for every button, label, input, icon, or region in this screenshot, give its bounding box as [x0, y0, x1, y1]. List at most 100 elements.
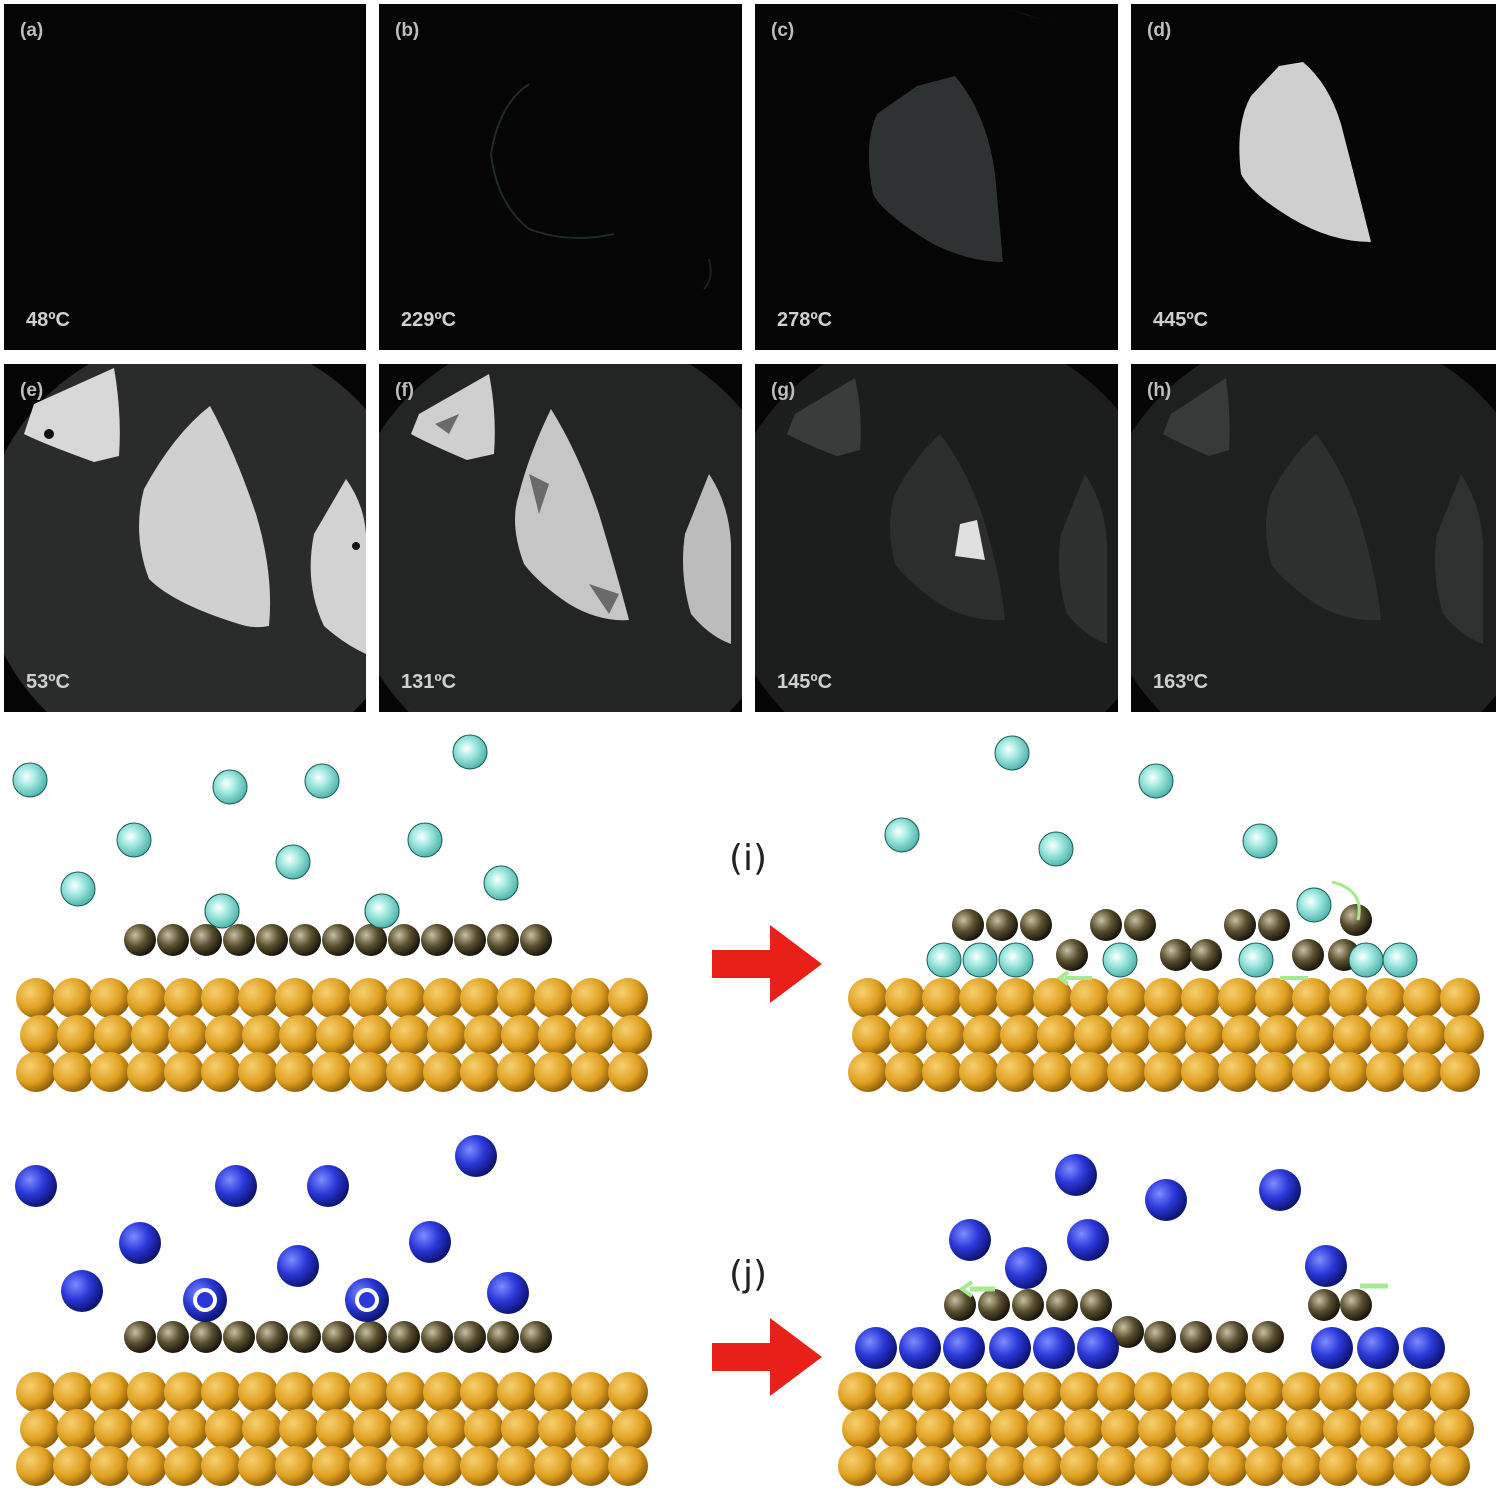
- atom-cyan: [1296, 887, 1332, 923]
- substrate-atom: [926, 1015, 966, 1055]
- substrate-atom: [238, 1372, 278, 1412]
- atom-blue: [1311, 1327, 1353, 1369]
- substrate-atom: [386, 1446, 426, 1486]
- adlayer-atom: [223, 1321, 255, 1353]
- panel-f: (f) 131ºC: [379, 364, 742, 712]
- substrate-atom: [1259, 1015, 1299, 1055]
- atom-core: [197, 1292, 213, 1308]
- adlayer-atom: [520, 924, 552, 956]
- adlayer-atom: [1216, 1321, 1248, 1353]
- flakes-bright: [4, 364, 366, 712]
- atom-blue: [943, 1327, 985, 1369]
- adlayer-atom: [1224, 909, 1256, 941]
- substrate-atom: [1107, 1052, 1147, 1092]
- substrate-atom: [1245, 1446, 1285, 1486]
- substrate-atom: [1255, 978, 1295, 1018]
- panel-e: (e) 53ºC: [4, 364, 366, 712]
- substrate-atom: [275, 978, 315, 1018]
- adlayer-atom: [223, 924, 255, 956]
- substrate-atom: [1393, 1446, 1433, 1486]
- atom-cyan: [1038, 831, 1074, 867]
- adlayer-atom: [256, 924, 288, 956]
- substrate-atom: [201, 1372, 241, 1412]
- substrate-atom: [1444, 1015, 1484, 1055]
- substrate-atom: [571, 1446, 611, 1486]
- substrate-atom: [1282, 1446, 1322, 1486]
- substrate-atom: [1033, 978, 1073, 1018]
- substrate-atom: [848, 1052, 888, 1092]
- adlayer-atom: [1258, 909, 1290, 941]
- substrate-atom: [460, 1052, 500, 1092]
- atom-cyan: [1238, 942, 1274, 978]
- substrate-atom: [90, 1372, 130, 1412]
- schematic-row-i: (i): [12, 734, 1484, 1092]
- substrate-atom: [1212, 1409, 1252, 1449]
- adlayer-atom: [388, 924, 420, 956]
- substrate-atom: [986, 1372, 1026, 1412]
- substrate-slab: [16, 1372, 652, 1486]
- substrate-atom: [427, 1015, 467, 1055]
- substrate-atom: [464, 1015, 504, 1055]
- substrate-atom: [608, 1372, 648, 1412]
- substrate-atom: [1292, 978, 1332, 1018]
- substrate-atom: [275, 1446, 315, 1486]
- adlayer-atom: [289, 924, 321, 956]
- adlayer-atom: [1012, 1289, 1044, 1321]
- schematic-row-j: (j): [15, 1135, 1474, 1486]
- atom-cyan: [884, 817, 920, 853]
- atom-blue: [487, 1272, 529, 1314]
- substrate-atom: [885, 978, 925, 1018]
- substrate-atom: [94, 1015, 134, 1055]
- row-label: (j): [729, 1254, 767, 1295]
- substrate-atom: [534, 1446, 574, 1486]
- atom-blue: [1305, 1245, 1347, 1287]
- substrate-atom: [848, 978, 888, 1018]
- substrate-atom: [164, 1372, 204, 1412]
- substrate-atom: [949, 1446, 989, 1486]
- substrate-atom: [1393, 1372, 1433, 1412]
- substrate-atom: [1033, 1052, 1073, 1092]
- substrate-atom: [1366, 978, 1406, 1018]
- substrate-atom: [1222, 1015, 1262, 1055]
- adlayer-atom: [978, 1289, 1010, 1321]
- substrate-atom: [279, 1409, 319, 1449]
- substrate-atom: [534, 1052, 574, 1092]
- substrate-atom: [838, 1446, 878, 1486]
- substrate-atom: [90, 978, 130, 1018]
- substrate-atom: [571, 978, 611, 1018]
- substrate-atom: [1407, 1015, 1447, 1055]
- substrate-atom: [242, 1015, 282, 1055]
- substrate-atom: [57, 1015, 97, 1055]
- adlayer-atom: [1292, 939, 1324, 971]
- atom-core: [359, 1292, 375, 1308]
- adlayer-atoms: [944, 1289, 1372, 1353]
- adlayer-atom: [986, 909, 1018, 941]
- substrate-slab: [838, 1372, 1474, 1486]
- adlayer-atom: [1340, 1289, 1372, 1321]
- atom-blue: [277, 1245, 319, 1287]
- temperature-label: 131ºC: [401, 671, 457, 693]
- substrate-atom: [53, 978, 93, 1018]
- substrate-atom: [168, 1409, 208, 1449]
- substrate-atom: [608, 978, 648, 1018]
- atom-cyan: [998, 942, 1034, 978]
- substrate-atom: [1181, 1052, 1221, 1092]
- adlayer-atom: [1080, 1289, 1112, 1321]
- substrate-atom: [1060, 1372, 1100, 1412]
- substrate-atom: [164, 1446, 204, 1486]
- panel-c: (c) 278ºC: [755, 4, 1118, 350]
- substrate-atom: [1255, 1052, 1295, 1092]
- substrate-atom: [168, 1015, 208, 1055]
- flakes-dissolving: [379, 364, 742, 712]
- substrate-atom: [1319, 1372, 1359, 1412]
- substrate-atom: [1070, 1052, 1110, 1092]
- substrate-atom: [353, 1015, 393, 1055]
- adlayer-atom: [157, 924, 189, 956]
- adlayer-atom: [388, 1321, 420, 1353]
- flake-dim: [868, 8, 1055, 262]
- temperature-label: 48ºC: [26, 309, 70, 331]
- adlayer-atom: [952, 909, 984, 941]
- substrate-atom: [949, 1372, 989, 1412]
- substrate-atom: [497, 1446, 537, 1486]
- temperature-label: 145ºC: [777, 671, 833, 693]
